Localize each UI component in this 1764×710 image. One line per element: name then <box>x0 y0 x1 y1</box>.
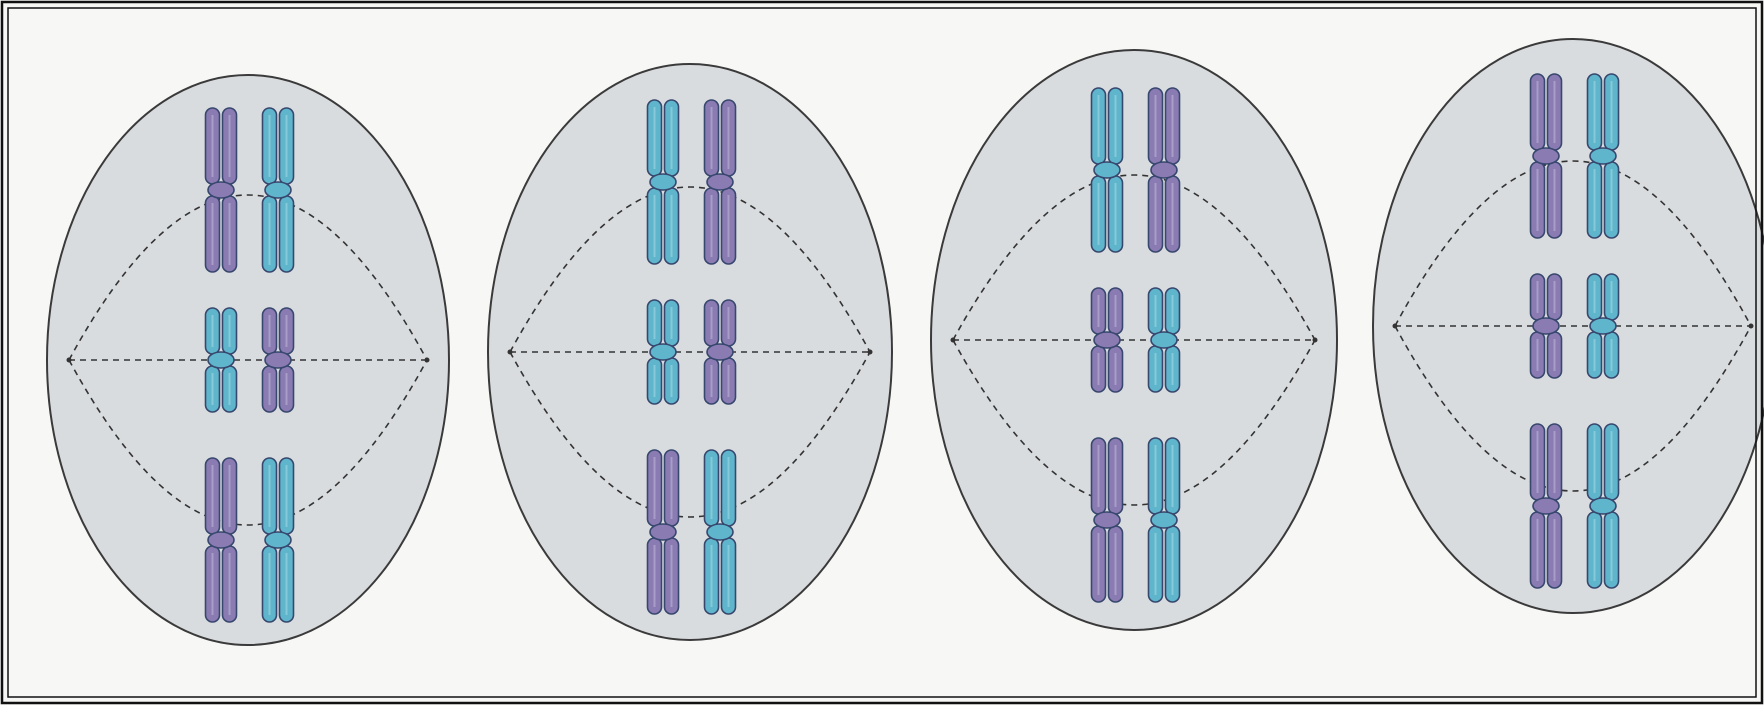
centromere <box>707 524 733 540</box>
centromere <box>1094 332 1120 348</box>
centromere <box>1590 498 1616 514</box>
centromere <box>265 352 291 368</box>
centromere <box>650 524 676 540</box>
spindle-pole-left <box>1393 324 1398 329</box>
centromere <box>707 344 733 360</box>
centromere <box>208 532 234 548</box>
centromere <box>265 532 291 548</box>
centromere <box>650 344 676 360</box>
spindle-pole-right <box>868 350 873 355</box>
spindle-pole-right <box>425 358 430 363</box>
centromere <box>1590 148 1616 164</box>
centromere <box>208 352 234 368</box>
cell-4 <box>1373 39 1764 613</box>
centromere <box>1533 318 1559 334</box>
spindle-pole-left <box>67 358 72 363</box>
centromere <box>1533 148 1559 164</box>
centromere <box>1533 498 1559 514</box>
centromere <box>1094 512 1120 528</box>
cell-3 <box>931 50 1337 630</box>
centromere <box>265 182 291 198</box>
spindle-pole-right <box>1313 338 1318 343</box>
centromere <box>1094 162 1120 178</box>
cell-1 <box>47 75 449 645</box>
spindle-pole-left <box>508 350 513 355</box>
centromere <box>1590 318 1616 334</box>
centromere <box>1151 162 1177 178</box>
centromere <box>707 174 733 190</box>
centromere <box>650 174 676 190</box>
centromere <box>1151 332 1177 348</box>
spindle-pole-left <box>951 338 956 343</box>
cell-2 <box>488 64 892 640</box>
centromere <box>1151 512 1177 528</box>
spindle-pole-right <box>1749 324 1754 329</box>
centromere <box>208 182 234 198</box>
